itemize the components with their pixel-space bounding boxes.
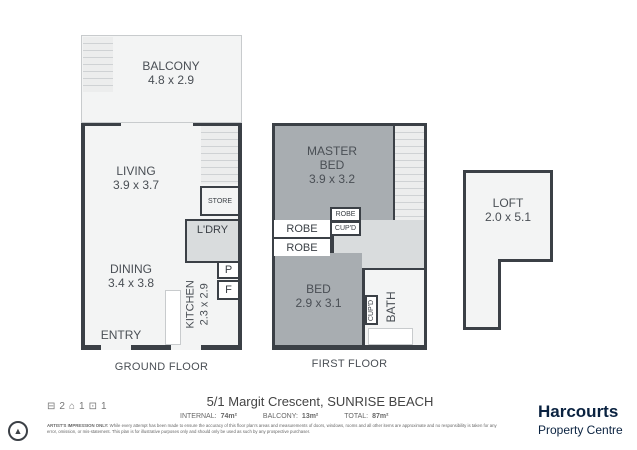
kitchen-label: KITCHEN bbox=[184, 280, 197, 329]
kitchen-size: 2.3 x 2.9 bbox=[198, 283, 211, 326]
bed-label: BED 2.9 x 3.1 bbox=[295, 282, 342, 310]
first-floor-label: FIRST FLOOR bbox=[311, 358, 388, 370]
features: ⊟2 ⌂1 ⊡1 bbox=[47, 401, 107, 412]
cupboard: CUP'D bbox=[330, 221, 361, 236]
bed bbox=[275, 253, 362, 345]
internal-stairs bbox=[201, 126, 238, 184]
store: STORE bbox=[200, 186, 240, 216]
laundry: L'DRY bbox=[185, 219, 240, 263]
robe-1: ROBE bbox=[274, 220, 330, 237]
brand-logo: Harcourts bbox=[538, 402, 619, 421]
entry-label: ENTRY bbox=[100, 328, 142, 342]
compass-icon: ▲ bbox=[8, 421, 28, 441]
car-icon: ⊡ bbox=[88, 401, 97, 412]
fridge: F bbox=[217, 280, 240, 300]
loft-lower bbox=[463, 255, 501, 330]
disclaimer: ARTIST'S IMPRESSION ONLY: While every at… bbox=[47, 423, 497, 434]
bathtub bbox=[368, 328, 413, 345]
ground-floor-plan: STORE L'DRY P F KITCHEN 2.3 x 2.9 BALCON… bbox=[81, 35, 242, 350]
brand-subtitle: Property Centre bbox=[538, 423, 623, 437]
address: 5/1 Margit Crescent, SUNRISE BEACH bbox=[206, 394, 434, 409]
master-bed-label: MASTER BED 3.9 x 3.2 bbox=[306, 144, 357, 186]
master-bed bbox=[275, 126, 393, 220]
pantry: P bbox=[217, 261, 240, 279]
areas: INTERNAL:74m² BALCONY:13m² TOTAL:87m² bbox=[180, 413, 389, 420]
dining-label: DINING 3.4 x 3.8 bbox=[107, 262, 155, 290]
living-label: LIVING 3.9 x 3.7 bbox=[112, 164, 160, 192]
balcony-label: BALCONY 4.8 x 2.9 bbox=[142, 59, 200, 87]
kitchen-bench bbox=[165, 290, 181, 345]
balcony-stairs bbox=[83, 37, 113, 92]
bath-label: BATH bbox=[384, 291, 399, 323]
loft-plan bbox=[463, 170, 553, 262]
first-floor-stairs bbox=[395, 126, 424, 226]
loft-label: LOFT 2.0 x 5.1 bbox=[484, 196, 532, 224]
first-floor-plan: ROBE CUP'D ROBE ROBE CUP'D MASTER BED 3.… bbox=[272, 123, 427, 350]
cupboard-2: CUP'D bbox=[365, 295, 378, 325]
ground-floor-label: GROUND FLOOR bbox=[114, 361, 209, 373]
bed-icon: ⊟ bbox=[47, 401, 56, 412]
bath-icon: ⌂ bbox=[68, 401, 75, 412]
robe-2: ROBE bbox=[274, 239, 330, 256]
robe-small: ROBE bbox=[330, 207, 361, 222]
